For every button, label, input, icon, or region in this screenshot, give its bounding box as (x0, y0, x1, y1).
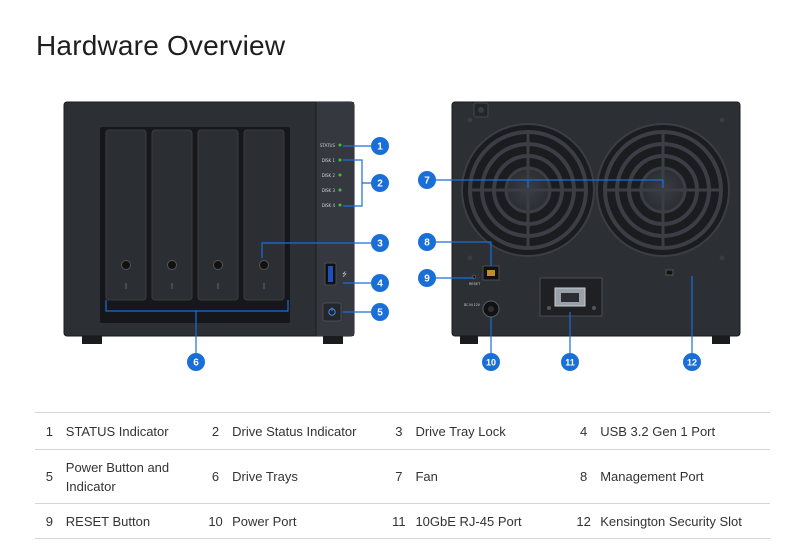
legend-label: RESET Button (65, 513, 151, 529)
callout-10 (482, 353, 500, 371)
legend-label: Kensington Security Slot (600, 513, 742, 529)
callout-2 (371, 174, 389, 192)
fan-right (596, 123, 730, 257)
legend-number: 12 (576, 513, 591, 529)
legend-label: Power Port (232, 513, 297, 529)
callout-number: 11 (565, 358, 575, 368)
kensington-slot[interactable] (665, 269, 674, 276)
10gbe-card (539, 277, 603, 317)
usb-icon: ⭍ (342, 270, 347, 278)
hardware-diagram: STATUS DISK 1 DISK 2 DISK 3 DISK 4 ⭍ (63, 101, 741, 371)
legend-number: 9 (45, 513, 53, 529)
callout-11 (561, 353, 579, 371)
indicator-leds (338, 143, 342, 207)
legend-label: Drive Trays (232, 469, 298, 484)
front-foot-left (82, 334, 102, 344)
callout-number: 9 (424, 274, 430, 285)
indicator-label-disk3: DISK 3 (322, 188, 336, 193)
legend-row: 1 STATUS Indicator 2 Drive Status Indica… (35, 412, 770, 450)
page-title: Hardware Overview (36, 30, 286, 61)
callout-number: 7 (424, 176, 430, 187)
callout-1 (371, 137, 389, 155)
legend-number: 10 (208, 513, 223, 529)
callout-number: 6 (193, 358, 199, 369)
front-foot-right (323, 334, 343, 344)
legend-number: 3 (395, 423, 403, 439)
indicator-panel: STATUS DISK 1 DISK 2 DISK 3 DISK 4 (320, 143, 335, 208)
callout-8 (418, 233, 436, 251)
callout-7 (418, 171, 436, 189)
callout-number: 12 (687, 358, 697, 368)
legend-label: Drive Status Indicator (232, 423, 357, 439)
disk4-led (338, 203, 342, 207)
legend-label: Fan (415, 469, 438, 484)
disk2-led (338, 173, 342, 177)
drive-tray-3[interactable] (197, 129, 239, 301)
legend-row: 9 RESET Button 10 Power Port 11 10GbE RJ… (35, 503, 770, 539)
drive-bay (100, 127, 290, 323)
drive-tray-1[interactable] (105, 129, 147, 301)
legend-number: 4 (580, 423, 588, 439)
indicator-label-disk4: DISK 4 (322, 203, 336, 208)
legend-table: 1 STATUS Indicator 2 Drive Status Indica… (35, 412, 770, 539)
power-port-label: DC IN 12V (464, 303, 481, 307)
legend-number: 5 (45, 469, 53, 484)
legend-number: 6 (211, 469, 220, 484)
usb-port[interactable]: ⭍ (324, 262, 347, 286)
callout-number: 4 (377, 279, 383, 290)
legend-label: Management Port (600, 469, 704, 484)
tray-lock-icon[interactable] (167, 260, 177, 270)
power-button[interactable] (322, 302, 342, 322)
callout-4 (371, 274, 389, 292)
callout-numbers: 1 2 3 4 5 6 7 8 9 10 11 12 (193, 142, 697, 369)
indicator-label-disk2: DISK 2 (322, 173, 336, 178)
legend-label: USB 3.2 Gen 1 Port (600, 423, 716, 439)
drive-tray-2[interactable] (151, 129, 193, 301)
callout-number: 8 (424, 238, 430, 249)
legend-number: 2 (211, 423, 220, 439)
power-port[interactable] (482, 300, 500, 318)
disk1-led (338, 158, 342, 162)
callout-6 (187, 353, 205, 371)
legend-number: 8 (580, 469, 588, 484)
legend-number: 7 (395, 469, 403, 484)
legend-row: 5 Power Button and Indicator 6 Drive Tra… (35, 449, 770, 504)
callout-number: 2 (377, 179, 383, 190)
callout-12 (683, 353, 701, 371)
back-view: RESET DC IN 12V (451, 101, 741, 344)
callout-9 (418, 269, 436, 287)
callout-3 (371, 234, 389, 252)
legend-label: Power Button and Indicator (65, 459, 170, 494)
legend-label: 10GbE RJ-45 Port (415, 513, 522, 529)
tray-lock-icon[interactable] (121, 260, 131, 270)
callout-number: 1 (377, 142, 383, 153)
tray-lock-icon[interactable] (259, 260, 269, 270)
front-side-panel (316, 102, 354, 336)
fan-left (461, 123, 595, 257)
tray-lock-icon[interactable] (213, 260, 223, 270)
callout-number: 5 (377, 308, 383, 319)
legend-label: Drive Tray Lock (415, 423, 506, 439)
callout-badges (187, 137, 701, 371)
legend-number: 1 (45, 423, 53, 439)
callout-number: 10 (486, 358, 496, 368)
callout-number: 3 (377, 239, 383, 250)
front-view: STATUS DISK 1 DISK 2 DISK 3 DISK 4 ⭍ (63, 101, 355, 344)
reset-label: RESET (469, 282, 481, 286)
disk3-led (338, 188, 342, 192)
status-led (338, 143, 342, 147)
legend-label: STATUS Indicator (65, 423, 169, 439)
management-port[interactable] (482, 265, 500, 281)
indicator-label-status: STATUS (320, 143, 335, 148)
indicator-label-disk1: DISK 1 (322, 158, 336, 163)
legend-number: 11 (392, 513, 406, 529)
drive-tray-4[interactable] (243, 129, 285, 301)
callout-5 (371, 303, 389, 321)
